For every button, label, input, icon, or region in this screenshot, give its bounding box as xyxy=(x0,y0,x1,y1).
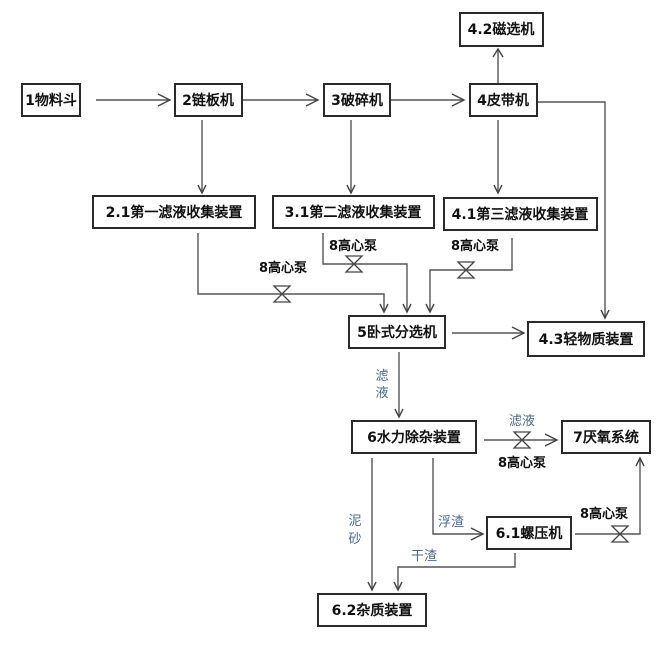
edge-4-to-4.3 xyxy=(537,101,606,318)
pump-valve-icon[interactable]: 8高心泵 xyxy=(580,506,630,543)
node-label: 1物料斗 xyxy=(25,92,77,109)
node-anaerobic-system[interactable]: 7厌氧系统 xyxy=(561,420,651,454)
flow-label-filtrate: 滤液 xyxy=(375,369,388,401)
node-label: 6.2杂质装置 xyxy=(332,602,413,619)
arrow-head xyxy=(367,581,377,592)
node-first-filtrate-collector[interactable]: 2.1第一滤液收集装置 xyxy=(92,195,256,229)
node-label: 7厌氧系统 xyxy=(573,429,639,446)
edge-6.1-to-7 xyxy=(575,458,641,535)
arrow-head xyxy=(470,527,485,541)
nodes: 1物料斗 2链板机 3破碎机 4皮带机 4.2磁选机 2.1第一滤液收集装置 3… xyxy=(21,12,651,627)
node-third-filtrate-collector[interactable]: 4.1第三滤液收集装置 xyxy=(443,197,598,231)
node-label: 6水力除杂装置 xyxy=(367,429,461,446)
flow-label-scum: 浮渣 xyxy=(438,515,464,530)
edge-4.1-to-5 xyxy=(429,238,513,312)
node-chain-plate-conveyor[interactable]: 2链板机 xyxy=(174,83,243,117)
node-hydraulic-impurity-removal[interactable]: 6水力除杂装置 xyxy=(351,420,477,454)
node-magnetic-separator[interactable]: 4.2磁选机 xyxy=(459,12,544,47)
arrow-head xyxy=(157,93,172,107)
flow-label-filtrate: 滤液 xyxy=(509,414,535,429)
flow-label-silt: 泥砂 xyxy=(348,514,361,547)
node-label: 4.1第三滤液收集装置 xyxy=(452,206,589,223)
node-light-matter-unit[interactable]: 4.3轻物质装置 xyxy=(527,321,645,357)
pump-valve-icon[interactable]: 8高心泵 xyxy=(329,238,377,273)
node-label: 2.1第一滤液收集装置 xyxy=(106,204,243,221)
node-label: 2链板机 xyxy=(182,92,234,109)
arrow-head xyxy=(346,184,356,195)
arrow-head xyxy=(451,93,466,107)
flow-label-dry-residue: 干渣 xyxy=(411,549,437,564)
edge-6-to-6.1 xyxy=(432,458,483,535)
node-label: 4皮带机 xyxy=(477,92,529,109)
node-label: 3.1第二滤液收集装置 xyxy=(285,204,422,221)
arrow-head xyxy=(600,309,610,320)
pump-label: 8高心泵 xyxy=(329,238,377,254)
arrow-head xyxy=(305,93,320,107)
arrow-head xyxy=(511,326,526,340)
arrow-head xyxy=(393,581,403,592)
node-label: 4.2磁选机 xyxy=(468,21,535,38)
pump-valve-icon[interactable]: 8高心泵 xyxy=(259,260,307,303)
arrow-head xyxy=(197,184,207,195)
node-label: 5卧式分选机 xyxy=(357,324,437,341)
arrow-head xyxy=(493,184,503,195)
node-label: 4.3轻物质装置 xyxy=(539,331,634,348)
arrow-head xyxy=(379,303,389,314)
node-impurity-unit[interactable]: 6.2杂质装置 xyxy=(317,593,427,627)
pump-valve-icon[interactable]: 8高心泵 xyxy=(451,238,499,279)
pumps: 8高心泵 8高心泵 8高心泵 8高心泵 8高心泵 xyxy=(259,238,630,543)
node-label: 6.1螺压机 xyxy=(496,525,563,542)
pump-label: 8高心泵 xyxy=(451,238,499,254)
arrow-head xyxy=(394,408,404,419)
edge-6.1-to-6.2 xyxy=(397,553,516,590)
node-horizontal-separator[interactable]: 5卧式分选机 xyxy=(348,315,446,349)
pump-label: 8高心泵 xyxy=(259,260,307,276)
arrow-head xyxy=(635,456,645,467)
arrow-head xyxy=(425,303,435,314)
edge-2.1-to-5 xyxy=(197,233,385,312)
node-screw-press[interactable]: 6.1螺压机 xyxy=(486,516,572,550)
flow-labels: 滤液 滤液 泥砂 浮渣 干渣 xyxy=(348,369,535,564)
arrow-head xyxy=(402,303,412,314)
arrow-head xyxy=(492,47,504,58)
connectors xyxy=(96,47,645,592)
node-label: 3破碎机 xyxy=(331,92,383,109)
node-second-filtrate-collector[interactable]: 3.1第二滤液收集装置 xyxy=(272,195,435,229)
node-crusher[interactable]: 3破碎机 xyxy=(323,83,391,117)
edge-3.1-to-5 xyxy=(322,233,408,312)
arrow-head xyxy=(544,433,559,447)
node-material-hopper[interactable]: 1物料斗 xyxy=(21,83,81,117)
node-belt-conveyor[interactable]: 4皮带机 xyxy=(469,83,538,117)
pump-label: 8高心泵 xyxy=(498,455,546,471)
pump-label: 8高心泵 xyxy=(580,506,628,522)
pump-valve-icon[interactable]: 8高心泵 xyxy=(498,431,546,471)
